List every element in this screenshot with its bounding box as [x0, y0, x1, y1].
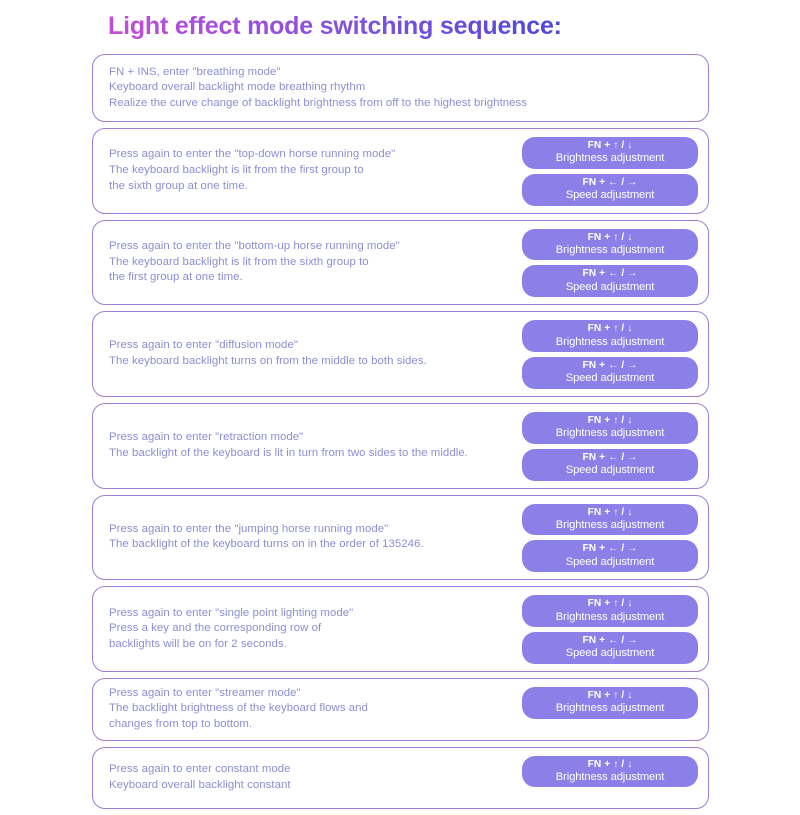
mode-card-description: Press again to enter the "jumping horse … [109, 522, 424, 551]
brightness-adjustment-badge[interactable]: FN + ↑ / ↓ Brightness adjustment [522, 320, 698, 353]
speed-adjustment-badge[interactable]: FN + ← / → Speed adjustment [522, 265, 698, 298]
brightness-badge-label: Brightness adjustment [555, 610, 665, 623]
mode-card-diffusion-mode: Press again to enter "diffusion mode" Th… [92, 311, 709, 397]
mode-card-list: FN + INS, enter "breathing mode" Keyboar… [92, 54, 709, 815]
speed-badge-label: Speed adjustment [565, 189, 655, 202]
shortcut-badge-group: FN + ↑ / ↓ Brightness adjustment [522, 755, 698, 788]
brightness-badge-label: Brightness adjustment [555, 244, 665, 257]
mode-card-description: Press again to enter the "top-down horse… [109, 148, 396, 192]
speed-key-combo: FN + ← / → [582, 176, 638, 188]
brightness-key-combo: FN + ↑ / ↓ [587, 598, 633, 610]
brightness-badge-label: Brightness adjustment [555, 427, 665, 440]
mode-card-bottom-up-horse-running-mode: Press again to enter the "bottom-up hors… [92, 219, 709, 306]
brightness-key-combo: FN + ↑ / ↓ [587, 323, 633, 335]
brightness-adjustment-badge[interactable]: FN + ↑ / ↓ Brightness adjustment [522, 137, 698, 169]
brightness-adjustment-badge[interactable]: FN + ↑ / ↓ Brightness adjustment [522, 503, 698, 536]
brightness-key-combo: FN + ↑ / ↓ [587, 506, 633, 518]
mode-card-description: Press again to enter "single point light… [109, 606, 354, 650]
mode-card-single-point-lighting-mode: Press again to enter "single point light… [92, 586, 709, 672]
mode-card-description: Press again to enter "diffusion mode" Th… [109, 339, 427, 368]
brightness-key-combo: FN + ↑ / ↓ [587, 231, 633, 243]
speed-key-combo: FN + ← / → [582, 360, 638, 372]
shortcut-badge-group: FN + ↑ / ↓ Brightness adjustment FN + ← … [522, 411, 698, 481]
speed-adjustment-badge[interactable]: FN + ← / → Speed adjustment [522, 357, 698, 389]
brightness-key-combo: FN + ↑ / ↓ [587, 689, 633, 701]
brightness-adjustment-badge[interactable]: FN + ↑ / ↓ Brightness adjustment [522, 686, 698, 719]
speed-adjustment-badge[interactable]: FN + ← / → Speed adjustment [522, 540, 698, 573]
brightness-key-combo: FN + ↑ / ↓ [587, 414, 633, 426]
shortcut-badge-group: FN + ↑ / ↓ Brightness adjustment FN + ← … [522, 595, 698, 664]
speed-adjustment-badge[interactable]: FN + ← / → Speed adjustment [522, 448, 698, 481]
speed-key-combo: FN + ← / → [582, 268, 638, 280]
mode-card-description: FN + INS, enter "breathing mode" Keyboar… [109, 65, 528, 109]
brightness-adjustment-badge[interactable]: FN + ↑ / ↓ Brightness adjustment [522, 228, 698, 261]
brightness-adjustment-badge[interactable]: FN + ↑ / ↓ Brightness adjustment [522, 595, 698, 627]
brightness-badge-label: Brightness adjustment [555, 770, 665, 783]
mode-card-constant-mode: Press again to enter constant mode Keybo… [92, 746, 709, 809]
brightness-adjustment-badge[interactable]: FN + ↑ / ↓ Brightness adjustment [522, 755, 698, 788]
mode-card-top-down-horse-running-mode: Press again to enter the "top-down horse… [92, 128, 709, 214]
brightness-key-combo: FN + ↑ / ↓ [587, 758, 633, 770]
mode-card-breathing-mode: FN + INS, enter "breathing mode" Keyboar… [92, 54, 709, 122]
shortcut-badge-group: FN + ↑ / ↓ Brightness adjustment FN + ← … [522, 228, 698, 298]
shortcut-badge-group: FN + ↑ / ↓ Brightness adjustment FN + ← … [522, 503, 698, 573]
shortcut-badge-group: FN + ↑ / ↓ Brightness adjustment FN + ← … [522, 137, 698, 206]
page-title: Light effect mode switching sequence: [108, 12, 562, 40]
mode-card-description: Press again to enter the "bottom-up hors… [109, 240, 400, 284]
speed-key-combo: FN + ← / → [582, 634, 638, 646]
speed-badge-label: Speed adjustment [565, 280, 655, 293]
brightness-adjustment-badge[interactable]: FN + ↑ / ↓ Brightness adjustment [522, 411, 698, 444]
shortcut-badge-group: FN + ↑ / ↓ Brightness adjustment [522, 686, 698, 719]
mode-card-description: Press again to enter "retraction mode" T… [109, 431, 468, 459]
mode-card-description: Press again to enter "streamer mode" The… [109, 686, 368, 730]
speed-badge-label: Speed adjustment [565, 555, 655, 568]
brightness-badge-label: Brightness adjustment [555, 335, 665, 348]
speed-adjustment-badge[interactable]: FN + ← / → Speed adjustment [522, 173, 698, 206]
speed-key-combo: FN + ← / → [582, 451, 638, 463]
shortcut-badge-group: FN + ↑ / ↓ Brightness adjustment FN + ← … [522, 320, 698, 389]
speed-badge-label: Speed adjustment [565, 464, 655, 477]
mode-card-retraction-mode: Press again to enter "retraction mode" T… [92, 402, 709, 489]
brightness-badge-label: Brightness adjustment [555, 152, 665, 165]
speed-badge-label: Speed adjustment [565, 647, 655, 660]
mode-card-jumping-horse-running-mode: Press again to enter the "jumping horse … [92, 494, 709, 581]
speed-adjustment-badge[interactable]: FN + ← / → Speed adjustment [522, 631, 698, 664]
mode-card-description: Press again to enter constant mode Keybo… [109, 762, 291, 791]
mode-card-streamer-mode: Press again to enter "streamer mode" The… [92, 677, 709, 741]
brightness-key-combo: FN + ↑ / ↓ [587, 140, 633, 151]
speed-badge-label: Speed adjustment [565, 372, 655, 385]
brightness-badge-label: Brightness adjustment [555, 518, 665, 531]
brightness-badge-label: Brightness adjustment [555, 702, 665, 715]
speed-key-combo: FN + ← / → [582, 543, 638, 555]
